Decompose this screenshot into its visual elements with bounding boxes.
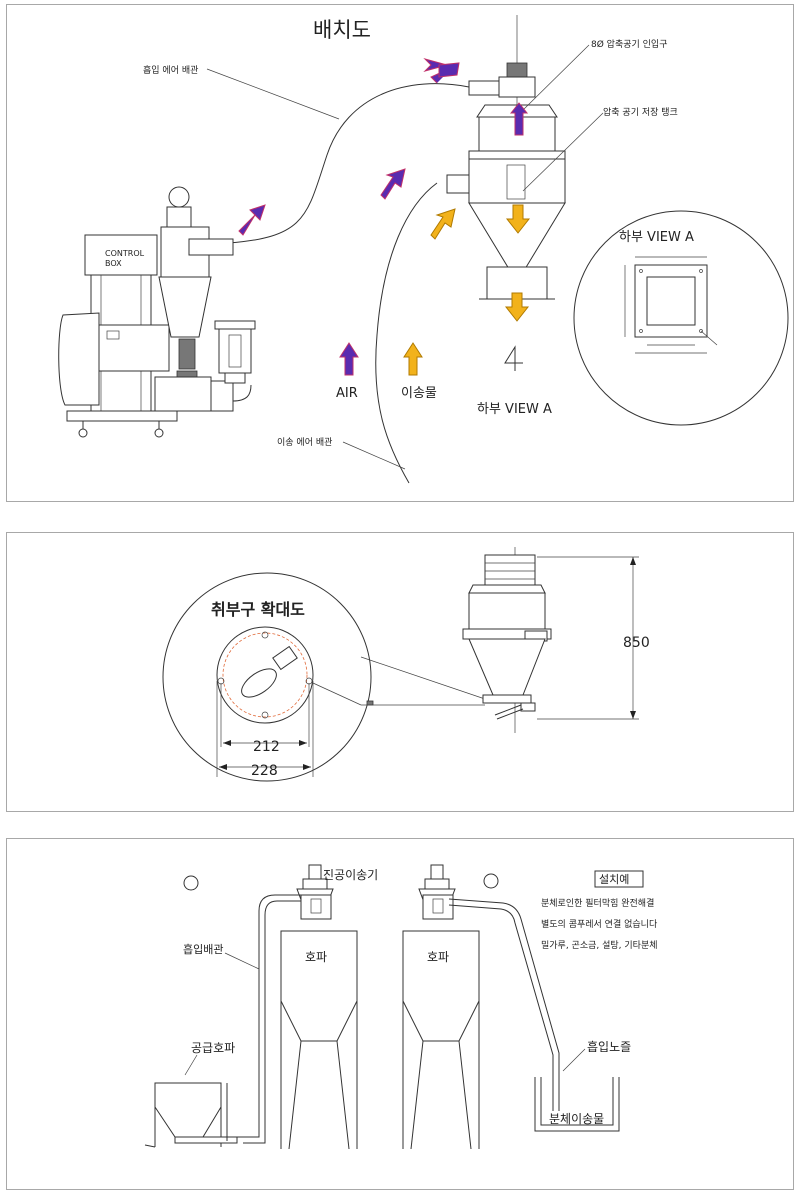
view-a-circle-title: 하부 VIEW A — [619, 230, 694, 245]
legend-material-label: 이송물 — [401, 386, 437, 401]
flange-outline — [216, 626, 314, 724]
hopper-right-body — [402, 930, 480, 1042]
hopper-left-label: 호파 — [305, 950, 327, 964]
cyclone-valve — [178, 338, 196, 370]
suction-nozzle-label: 흡입노즐 — [587, 1040, 631, 1054]
conveyor-body — [468, 158, 566, 204]
powder-container — [534, 1077, 620, 1132]
layout-diagram-panel: 배치도 흡입 에어 배관 이송 에어 배관 CONTROL BOX — [6, 4, 794, 502]
conveyor-right — [422, 894, 454, 920]
flange-inner — [646, 276, 696, 326]
transfer-pipe-line — [375, 182, 438, 484]
note-line-1: 분체로인한 필터막힘 완전해결 — [541, 897, 654, 909]
mounting-detail: 취부구 확대도 212 228 850 — [162, 547, 650, 782]
decoration-circle — [483, 873, 499, 889]
material-arrow — [505, 204, 531, 234]
transfer-pipe-leader — [342, 441, 406, 470]
flange-outer — [634, 264, 708, 338]
hopper-left — [280, 864, 358, 1150]
enlargement-circle — [162, 572, 372, 782]
blower-motor — [58, 312, 100, 406]
dim-outer: 228 — [251, 763, 278, 779]
discharge-port — [241, 668, 277, 698]
view-a-circle — [573, 210, 789, 426]
example-title-box — [594, 870, 644, 888]
air-arrow — [380, 168, 406, 200]
conveyor-side-view — [462, 547, 552, 733]
vacuum-conveyor-unit — [446, 15, 566, 300]
legend-air-label: AIR — [336, 386, 358, 401]
installation-example: 진공이송기 호파 호파 흡입배관 공급호파 흡입노즐 분체이송물 설치예 분 — [144, 864, 658, 1150]
dim-inner: 212 — [253, 739, 280, 755]
view-a-label: 하부 VIEW A — [477, 402, 552, 417]
filter-jar — [218, 328, 252, 374]
tank-label: 압축 공기 저장 탱크 — [603, 106, 678, 118]
conveyor-left — [300, 894, 332, 920]
air-outlet — [468, 80, 500, 96]
caster-wheel — [154, 428, 164, 438]
cyclone-inlet — [188, 238, 234, 256]
powder-label: 분체이송물 — [549, 1112, 604, 1126]
supply-hopper — [144, 1082, 238, 1148]
vacuum-conveyor-label: 진공이송기 — [323, 868, 378, 882]
conveyor-motor — [506, 62, 528, 78]
suction-pipe-line — [228, 83, 470, 244]
air-arrow — [509, 102, 529, 136]
suction-pipe-left — [237, 894, 301, 1138]
bolt-circle — [222, 632, 308, 718]
legend-air-arrow — [339, 342, 359, 376]
height-dim: 850 — [623, 635, 650, 651]
cyclone-cone — [158, 276, 212, 338]
suction-pipe-label: 흡입 에어 배관 — [143, 64, 198, 76]
layout-diagram: 배치도 흡입 에어 배관 이송 에어 배관 CONTROL BOX — [58, 15, 789, 484]
mounting-detail-panel: 취부구 확대도 212 228 850 — [6, 532, 794, 812]
view-a-marker — [504, 345, 523, 371]
control-box-label-1: CONTROL — [105, 249, 145, 258]
material-inlet — [446, 174, 470, 194]
hopper-right — [402, 864, 480, 1150]
control-box-label-2: BOX — [105, 259, 122, 268]
air-arrow — [238, 204, 266, 236]
example-title: 설치예 — [599, 873, 629, 886]
inlet-label: 8Ø 압축공기 인입구 — [591, 38, 668, 50]
hopper-right-label: 호파 — [427, 950, 449, 964]
material-arrow — [504, 292, 530, 322]
suction-pipe-right — [448, 898, 560, 1111]
machine-base — [66, 410, 178, 422]
material-arrow — [430, 208, 456, 240]
caster-wheel — [78, 428, 88, 438]
cyclone-top-port — [168, 186, 190, 208]
blower-machine: CONTROL BOX — [58, 186, 256, 438]
legend-material-arrow — [403, 342, 423, 376]
note-line-2: 별도의 콤푸레서 연결 없습니다 — [541, 919, 658, 930]
suction-pipe-label: 흡입배관 — [183, 942, 223, 956]
layout-title: 배치도 — [313, 18, 371, 42]
enlargement-title: 취부구 확대도 — [211, 600, 305, 619]
supply-hopper-label: 공급호파 — [191, 1041, 235, 1055]
conveyor-body — [468, 592, 546, 630]
transfer-pipe-label: 이송 에어 배관 — [277, 437, 332, 448]
control-box — [84, 234, 158, 276]
decoration-circle — [183, 875, 199, 891]
conveyor-cone — [468, 638, 546, 696]
hopper-left-body — [280, 930, 358, 1042]
suction-pipe-leader — [206, 68, 340, 120]
conveyor-motor — [484, 554, 536, 586]
note-line-3: 밀가루, 곤소금, 설탕, 기타분체 — [541, 939, 658, 951]
installation-example-panel: 진공이송기 호파 호파 흡입배관 공급호파 흡입노즐 분체이송물 설치예 분 — [6, 838, 794, 1190]
